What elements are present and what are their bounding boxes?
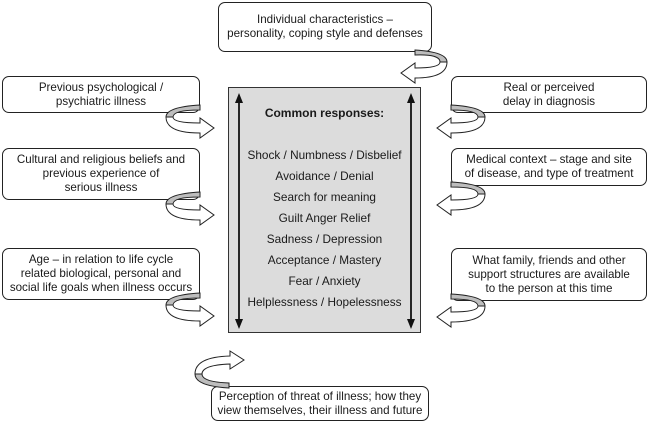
arrow-up-icon — [407, 93, 415, 103]
curved-arrow-right-3 — [436, 293, 486, 328]
curved-arrow-top — [400, 49, 448, 84]
arrow-up-icon — [235, 93, 243, 103]
factor-text-line: Perception of threat of illness; how the… — [218, 389, 422, 403]
curved-arrow-left-3 — [165, 292, 215, 327]
factor-text-line: personality, coping style and defenses — [227, 27, 423, 40]
response-item: Sadness / Depression — [266, 232, 383, 246]
common-responses-title: Common responses: — [264, 106, 385, 120]
curved-arrow-left-icon — [400, 61, 448, 84]
factor-text-line: Real or perceived — [503, 80, 595, 94]
curved-arrow-right-icon — [194, 350, 245, 375]
double-headed-arrow-right — [407, 93, 415, 329]
response-item: Guilt Anger Relief — [278, 211, 371, 225]
double-headed-arrow-left — [235, 93, 243, 329]
curved-arrow-right-icon — [165, 304, 215, 327]
factor-text-line: support structures are available — [468, 267, 630, 281]
factor-previous-psychiatric-illness: Previous psychological /psychiatric illn… — [2, 76, 200, 113]
factor-text-line: related biological, personal and — [20, 267, 182, 280]
factor-text-line: of disease, and type of treatment — [464, 167, 634, 180]
response-item: Acceptance / Mastery — [267, 253, 382, 267]
curved-arrow-right-icon — [165, 203, 215, 226]
factor-text-line: to the person at this time — [485, 281, 613, 295]
response-item: Fear / Anxiety — [288, 274, 361, 288]
factor-text-line: What family, friends and other — [472, 253, 626, 267]
response-item: Helplessness / Hopelessness — [247, 295, 402, 309]
curved-arrow-left-icon — [436, 305, 486, 328]
factor-text-line: Previous psychological / — [38, 80, 164, 94]
arrow-down-icon — [235, 319, 243, 329]
curved-arrow-bottom — [194, 350, 245, 389]
curved-arrow-left-2 — [165, 191, 215, 226]
factor-text-line: Medical context – stage and site — [466, 153, 632, 166]
curved-arrow-left-icon — [436, 193, 486, 216]
response-item: Search for meaning — [273, 190, 376, 204]
factor-individual-characteristics: Individual characteristics –personality,… — [218, 2, 432, 52]
factor-text-line: Individual characteristics – — [257, 13, 393, 26]
factor-text-line: view themselves, their illness and futur… — [217, 403, 423, 417]
response-item: Shock / Numbness / Disbelief — [247, 148, 402, 162]
factor-text-line: psychiatric illness — [55, 94, 147, 108]
factor-text-line: social life goals when illness occurs — [9, 281, 193, 294]
factor-text-line: Age – in relation to life cycle — [28, 253, 174, 266]
factor-text-line: delay in diagnosis — [502, 94, 596, 108]
factor-text-line: serious illness — [64, 181, 138, 194]
common-responses-panel: Common responses: Shock / Numbness / Dis… — [228, 87, 421, 333]
curved-arrow-left-1 — [165, 104, 215, 139]
factor-text-line: Cultural and religious beliefs and — [16, 153, 186, 166]
response-item: Avoidance / Denial — [275, 169, 374, 183]
arrow-down-icon — [407, 319, 415, 329]
curved-arrow-left-icon — [436, 116, 486, 139]
curved-arrow-right-1 — [436, 104, 486, 139]
factor-perception-of-threat: Perception of threat of illness; how the… — [211, 386, 429, 421]
curved-arrow-right-2 — [436, 181, 486, 216]
factor-text-line: previous experience of — [42, 167, 160, 180]
curved-arrow-right-icon — [165, 116, 215, 139]
